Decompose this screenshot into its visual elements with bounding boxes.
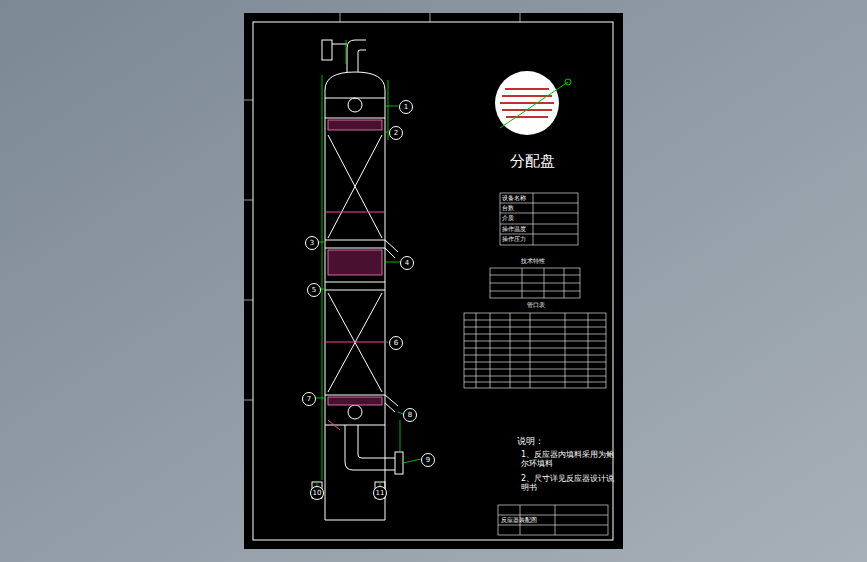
distributor-plate xyxy=(495,71,571,135)
column xyxy=(312,40,403,520)
note-line: 1、反应器内填料采用为鲍尔环填料 xyxy=(521,450,617,468)
callout: 5 xyxy=(307,283,321,297)
table-cell: 操作压力 xyxy=(502,236,526,243)
callout: 6 xyxy=(389,336,403,350)
callout: 3 xyxy=(305,236,319,250)
callout: 2 xyxy=(389,126,403,140)
leader-lines xyxy=(315,40,421,486)
callout: 11 xyxy=(373,486,387,500)
callout: 1 xyxy=(399,100,413,114)
note-heading: 说明： xyxy=(517,436,544,446)
table-title: 技术特性 xyxy=(521,258,545,265)
table-cell: 介质 xyxy=(502,215,514,222)
callout: 7 xyxy=(302,392,316,406)
sheet xyxy=(244,13,623,549)
callout: 8 xyxy=(403,408,417,422)
packing-bands xyxy=(328,120,382,405)
callout: 10 xyxy=(310,486,324,500)
table-cell: 台数 xyxy=(502,205,514,212)
table-title: 管口表 xyxy=(527,302,545,309)
table-cell: 操作温度 xyxy=(502,226,526,233)
callout: 4 xyxy=(400,256,414,270)
view-title: 分配盘 xyxy=(510,153,555,170)
callout: 9 xyxy=(421,453,435,467)
magenta-lines xyxy=(325,212,385,430)
frame xyxy=(253,22,613,540)
table-cell: 设备名称 xyxy=(502,195,526,202)
frame-ticks xyxy=(244,13,520,400)
note-line: 2、尺寸详见反应器设计说明书 xyxy=(521,474,617,492)
title-block-text: 反应器装配图 xyxy=(501,517,537,524)
